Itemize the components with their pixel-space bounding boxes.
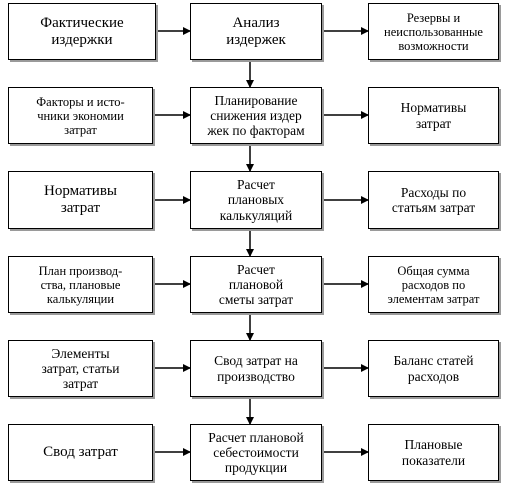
right-box-5-text: Баланс статей расходов [393, 353, 474, 384]
left-box-3: Нормативы затрат [8, 171, 153, 229]
center-box-3-text: Расчет плановых калькуляций [219, 177, 293, 223]
center-box-5-text: Свод затрат на производство [214, 353, 298, 384]
left-box-1: Фактические издержки [8, 3, 156, 60]
left-box-2-text: Факторы и исто- чники экономии затрат [36, 94, 125, 137]
left-box-1-text: Фактические издержки [40, 14, 124, 48]
center-box-5: Свод затрат на производство [190, 340, 322, 397]
center-box-2-text: Планирование снижения издер жек по факто… [207, 92, 305, 139]
center-box-3: Расчет плановых калькуляций [190, 171, 322, 229]
right-box-5: Баланс статей расходов [368, 340, 499, 397]
left-box-5-text: Элементы затрат, статьи затрат [41, 345, 120, 392]
center-box-4-text: Расчет плановой сметы затрат [218, 261, 294, 308]
center-box-4: Расчет плановой сметы затрат [190, 256, 322, 313]
right-box-6-text: Плановые показатели [401, 437, 466, 468]
right-box-2-text: Нормативы затрат [400, 100, 467, 131]
center-box-6: Расчет плановой себестоимости продукции [190, 424, 322, 481]
left-box-4: План производ- ства, плановые калькуляци… [8, 256, 153, 313]
right-box-3: Расходы по статьям затрат [368, 171, 499, 229]
right-box-4: Общая сумма расходов по элементам затрат [368, 256, 499, 313]
right-box-1-text: Резервы и неиспользованные возможности [384, 10, 483, 53]
right-box-4-text: Общая сумма расходов по элементам затрат [387, 263, 480, 306]
right-box-1: Резервы и неиспользованные возможности [368, 3, 499, 60]
left-box-2: Факторы и исто- чники экономии затрат [8, 87, 153, 144]
center-box-6-text: Расчет плановой себестоимости продукции [208, 429, 304, 476]
center-box-2: Планирование снижения издер жек по факто… [190, 87, 322, 144]
left-box-3-text: Нормативы затрат [43, 183, 117, 216]
left-box-5: Элементы затрат, статьи затрат [8, 340, 153, 397]
left-box-6-text: Свод затрат [43, 444, 118, 461]
right-box-3-text: Расходы по статьям затрат [391, 184, 476, 215]
center-box-1: Анализ издержек [190, 3, 322, 60]
right-box-6: Плановые показатели [368, 424, 499, 481]
left-box-4-text: План производ- ства, плановые калькуляци… [38, 263, 123, 306]
center-box-1-text: Анализ издержек [226, 14, 286, 48]
left-box-6: Свод затрат [8, 424, 153, 481]
right-box-2: Нормативы затрат [368, 87, 499, 144]
